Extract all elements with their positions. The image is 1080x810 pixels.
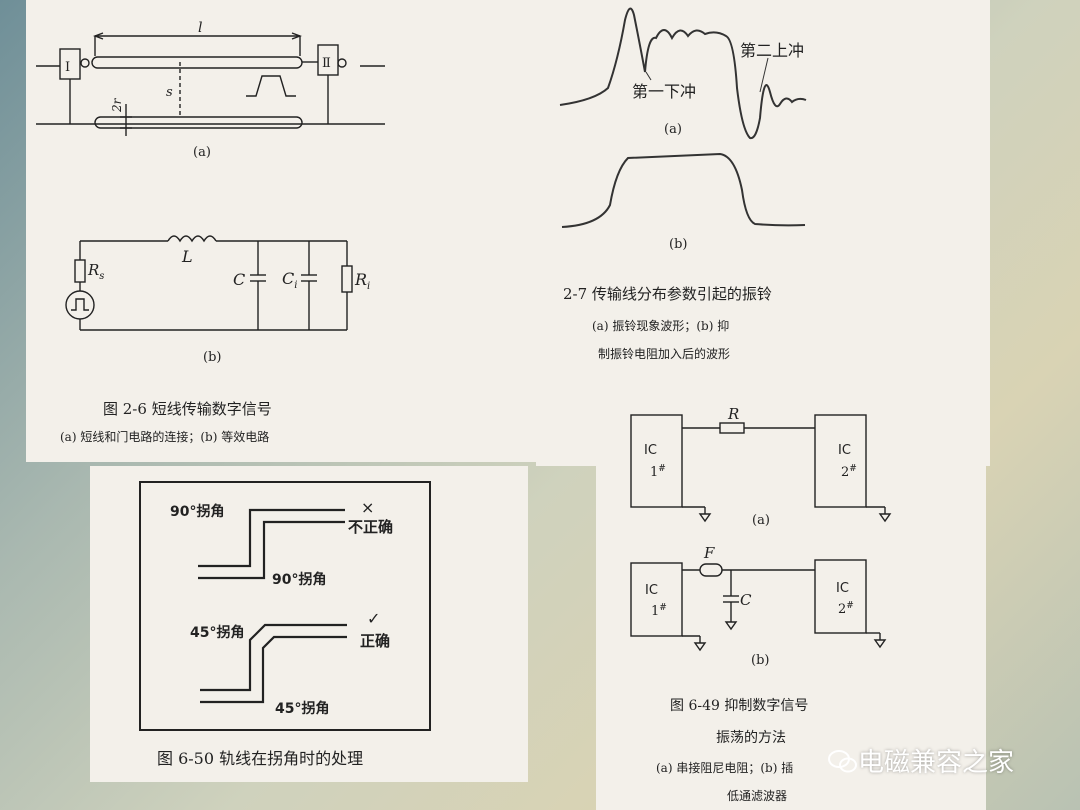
label-wrong: 不正确 <box>348 518 393 536</box>
ic2a-number: 2# <box>841 464 857 480</box>
panel-fig-6-49 <box>596 398 986 810</box>
fig-6-49-sub-b: (b) <box>751 653 769 668</box>
fig-2-6-subcaption: (a) 短线和门电路的连接；(b) 等效电路 <box>60 429 269 444</box>
filter-f-label: F <box>703 544 715 562</box>
ic2a-label: IC <box>838 443 851 458</box>
label-right: 正确 <box>360 632 390 650</box>
ic1a-number: 1# <box>650 464 666 480</box>
inductor-label: L <box>181 247 193 266</box>
fig-2-7-subcaption-1: (a) 振铃现象波形；(b) 抑 <box>592 318 729 333</box>
fig-6-50-traces <box>139 481 431 731</box>
length-label: l <box>198 20 202 36</box>
capacitor-c-label: C <box>233 270 245 289</box>
rs-label: Rs <box>87 261 104 282</box>
fig-2-6-sub-b: (b) <box>203 350 221 365</box>
fig-2-6b-circuit <box>65 235 353 331</box>
spacing-label: s <box>166 85 173 100</box>
fig-2-7-waveforms <box>559 7 807 228</box>
ic2b-label: IC <box>836 581 849 596</box>
label-90-top: 90°拐角 <box>170 503 224 520</box>
watermark-text: 电磁兼容之家 <box>858 748 1015 778</box>
panel-fig-2-6 <box>26 0 568 462</box>
fig-6-49-subcaption-1: (a) 串接阻尼电阻；(b) 插 <box>656 760 793 775</box>
label-first-undershoot: 第一下冲 <box>632 82 696 101</box>
fig-2-7-caption: 2-7 传输线分布参数引起的振铃 <box>563 285 772 303</box>
capacitor-ci-label: Ci <box>282 269 297 291</box>
fig-6-49b-circuit <box>630 559 887 652</box>
fig-2-6a-diagram <box>36 32 385 136</box>
fig-6-49-subcaption-2: 低通滤波器 <box>727 789 787 803</box>
mark-wrong: × <box>361 498 374 517</box>
label-second-overshoot: 第二上冲 <box>740 41 804 60</box>
fig-2-6-caption: 图 2-6 短线传输数字信号 <box>103 400 272 418</box>
resistor-ri-label: Ri <box>354 270 370 292</box>
ic1b-label: IC <box>645 583 658 598</box>
label-90-bottom: 90°拐角 <box>272 571 326 588</box>
fig-6-49-caption-1: 图 6-49 抑制数字信号 <box>670 698 808 714</box>
fig-6-49-sub-a: (a) <box>752 513 770 528</box>
wechat-icon <box>828 750 857 773</box>
radius-label: 2r <box>110 97 124 113</box>
fig-2-7-sub-a: (a) <box>664 122 682 137</box>
fig-6-49a-circuit <box>630 414 892 523</box>
fig-6-49-caption-2: 振荡的方法 <box>716 730 786 746</box>
gate-2-label: Ⅱ <box>322 56 331 71</box>
filter-c-label: C <box>740 591 752 609</box>
label-45-top: 45°拐角 <box>190 624 244 641</box>
ic1a-label: IC <box>644 443 657 458</box>
fig-2-7-sub-b: (b) <box>669 237 687 252</box>
fig-2-6-sub-a: (a) <box>193 145 211 160</box>
damping-resistor-label: R <box>727 405 739 423</box>
ic2b-number: 2# <box>838 601 854 617</box>
mark-right: ✓ <box>367 609 380 628</box>
label-45-bottom: 45°拐角 <box>275 700 329 717</box>
gate-1-label: Ⅰ <box>65 60 70 75</box>
fig-2-7-subcaption-2: 制振铃电阻加入后的波形 <box>598 346 730 361</box>
ic1b-number: 1# <box>651 603 667 619</box>
fig-6-50-caption: 图 6-50 轨线在拐角时的处理 <box>157 749 363 768</box>
